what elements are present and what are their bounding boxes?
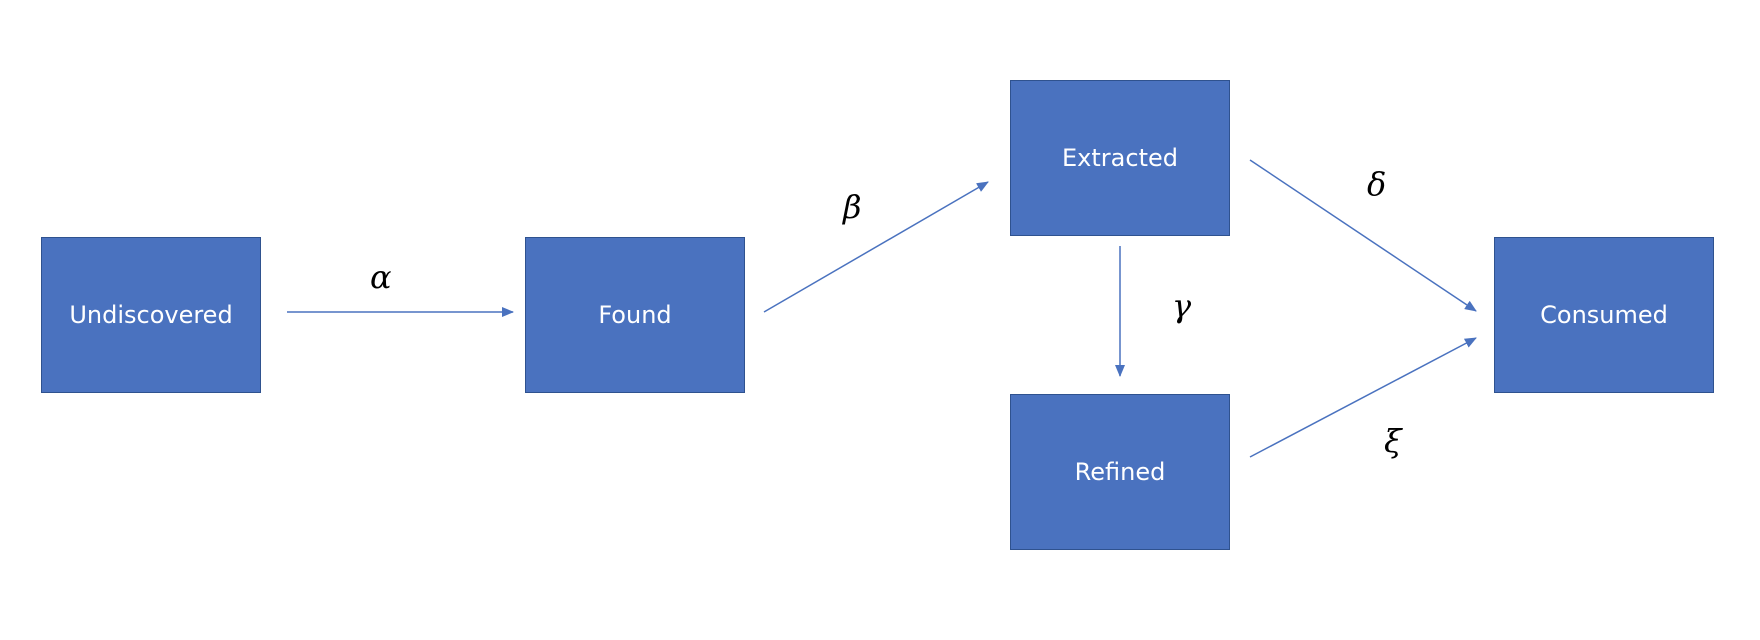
arrow-refined-to-consumed	[1249, 337, 1477, 458]
node-undiscovered-label: Undiscovered	[69, 301, 233, 329]
arrow-found-to-extracted	[763, 181, 989, 313]
node-extracted: Extracted	[1010, 80, 1230, 236]
node-extracted-label: Extracted	[1062, 144, 1178, 172]
edge-label-gamma: γ	[1172, 287, 1192, 325]
node-found: Found	[525, 237, 745, 393]
edge-label-beta: β	[843, 188, 862, 226]
edge-label-alpha: α	[370, 258, 392, 296]
edge-label-xi: ξ	[1384, 422, 1402, 460]
arrow-extracted-to-consumed	[1249, 159, 1477, 312]
node-refined-label: Refined	[1074, 458, 1166, 486]
node-found-label: Found	[598, 301, 672, 329]
node-consumed: Consumed	[1494, 237, 1714, 393]
node-consumed-label: Consumed	[1540, 301, 1668, 329]
edge-label-delta: δ	[1367, 165, 1387, 203]
node-undiscovered: Undiscovered	[41, 237, 261, 393]
node-refined: Refined	[1010, 394, 1230, 550]
